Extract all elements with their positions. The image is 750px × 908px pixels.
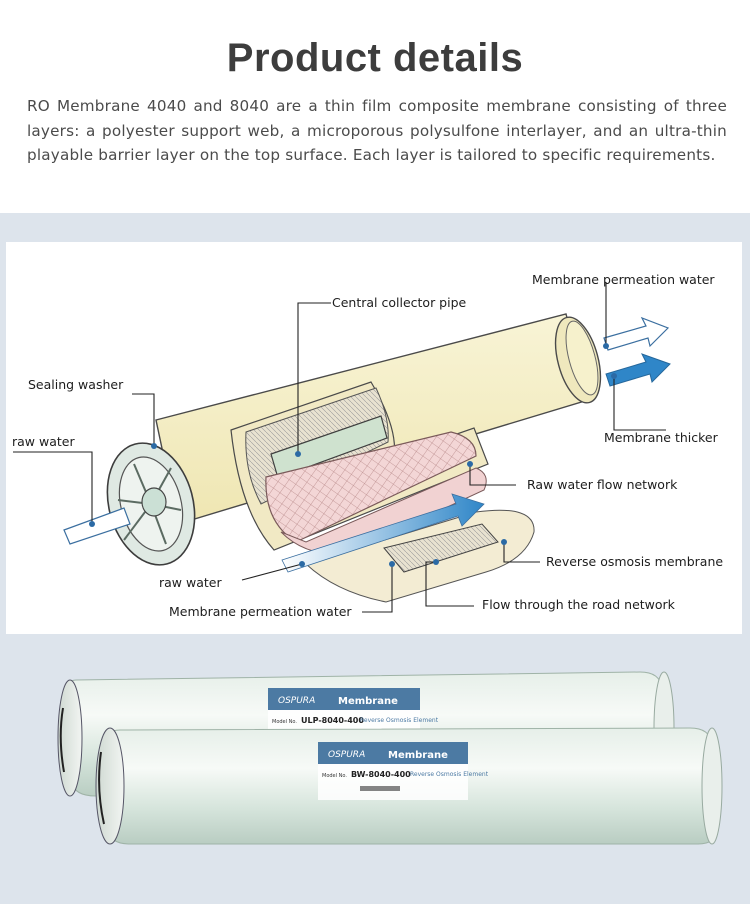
product-photo: OSPURA Membrane Model No. ULP-8040-400 R… bbox=[0, 648, 750, 904]
front-label-title: Membrane bbox=[388, 750, 448, 761]
back-model-label: Model No. bbox=[272, 719, 297, 725]
back-brand: OSPURA bbox=[278, 696, 315, 706]
intro-paragraph: RO Membrane 4040 and 8040 are a thin fil… bbox=[27, 97, 727, 164]
label-ro-membrane: Reverse osmosis membrane bbox=[546, 554, 724, 569]
label-raw-water-bottom: raw water bbox=[159, 575, 222, 590]
front-model: BW-8040-400 bbox=[351, 770, 411, 779]
label-raw-water-left: raw water bbox=[12, 434, 75, 449]
front-element: OSPURA Membrane Model No. BW-8040-400 Re… bbox=[95, 727, 723, 845]
back-subtitle: Reverse Osmosis Element bbox=[360, 717, 439, 724]
label-collector-pipe: Central collector pipe bbox=[332, 295, 467, 310]
barcode bbox=[360, 786, 400, 791]
header-section: Product details RO Membrane 4040 and 804… bbox=[0, 0, 750, 213]
back-model: ULP-8040-400 bbox=[301, 716, 364, 725]
back-label-title: Membrane bbox=[338, 696, 398, 707]
membrane-elements-drawing: OSPURA Membrane Model No. ULP-8040-400 R… bbox=[57, 671, 723, 845]
front-model-label: Model No. bbox=[322, 773, 347, 779]
leader-dots bbox=[89, 343, 617, 567]
label-permeation-top: Membrane permeation water bbox=[532, 272, 715, 287]
membrane-diagram-drawing bbox=[13, 282, 671, 613]
membrane-diagram: Membrane permeation water Central collec… bbox=[6, 242, 742, 634]
page-title: Product details bbox=[226, 36, 524, 80]
front-subtitle: Reverse Osmosis Element bbox=[410, 771, 489, 778]
label-raw-flow-network: Raw water flow network bbox=[527, 477, 678, 492]
label-permeation-bottom: Membrane permeation water bbox=[169, 604, 352, 619]
front-brand: OSPURA bbox=[328, 750, 365, 760]
leader-lines bbox=[13, 282, 666, 613]
label-sealing-washer: Sealing washer bbox=[28, 377, 124, 392]
label-membrane-thicker: Membrane thicker bbox=[604, 430, 718, 445]
label-flow-road-network: Flow through the road network bbox=[482, 597, 675, 612]
